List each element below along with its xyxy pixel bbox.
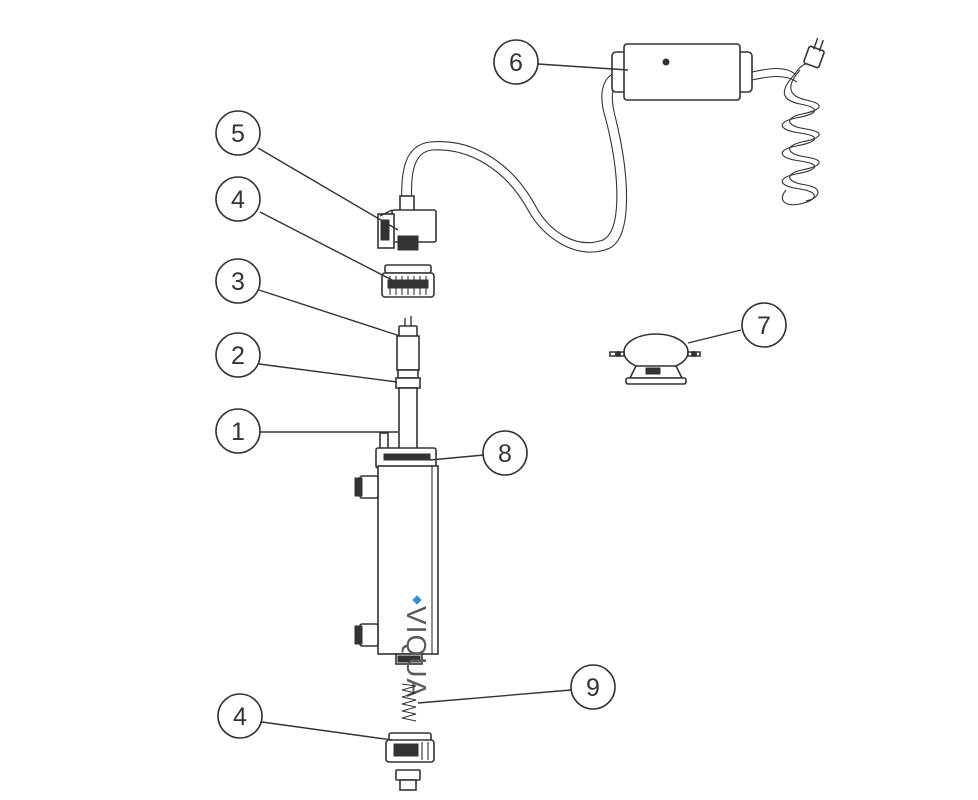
callout-9-label: 9 <box>586 674 600 702</box>
callout-3: 3 <box>215 258 261 304</box>
leader-4-top <box>259 211 393 281</box>
lamp-connector <box>377 195 437 251</box>
callout-1-label: 1 <box>231 418 245 446</box>
leader-3 <box>258 289 401 337</box>
gland-nut-top <box>381 264 435 298</box>
leader-2 <box>258 363 398 383</box>
uv-reactor-chamber: VIQUA <box>354 465 439 698</box>
callout-3-label: 3 <box>231 268 245 296</box>
ballast-power-supply <box>611 43 798 101</box>
leader-7 <box>687 329 742 344</box>
callout-6: 6 <box>493 39 539 85</box>
drain-plug <box>395 769 421 791</box>
spring <box>401 683 417 722</box>
mounting-clamp <box>609 333 701 385</box>
leader-4-bottom <box>261 721 393 741</box>
power-cord <box>401 69 628 253</box>
leader-6 <box>537 63 629 71</box>
callout-4-bottom: 4 <box>217 693 263 739</box>
uv-lamp <box>396 316 420 371</box>
callout-6-label: 6 <box>509 49 523 77</box>
callout-8-label: 8 <box>498 440 512 468</box>
coiled-cord <box>781 61 820 206</box>
leader-lines <box>257 63 742 741</box>
callout-4-top: 4 <box>215 176 261 222</box>
callout-7: 7 <box>741 302 787 348</box>
chamber-cap <box>375 432 437 469</box>
gland-nut-bottom <box>385 732 435 763</box>
viqua-logo: VIQUA <box>401 595 432 698</box>
leader-5 <box>257 147 399 231</box>
callout-7-label: 7 <box>757 312 771 340</box>
callout-5-label: 5 <box>231 120 245 148</box>
callout-8: 8 <box>482 430 528 476</box>
leader-8 <box>429 454 485 461</box>
callout-1: 1 <box>215 408 261 454</box>
callout-2: 2 <box>215 332 261 378</box>
callout-4-top-label: 4 <box>231 186 245 214</box>
quartz-sleeve <box>395 369 421 455</box>
callout-5: 5 <box>215 110 261 156</box>
callout-4-bottom-label: 4 <box>233 703 247 731</box>
power-plug <box>803 37 825 69</box>
leader-9 <box>417 689 572 704</box>
brand-name: VIQUA <box>401 606 432 698</box>
callout-9: 9 <box>570 664 616 710</box>
callout-2-label: 2 <box>231 342 245 370</box>
